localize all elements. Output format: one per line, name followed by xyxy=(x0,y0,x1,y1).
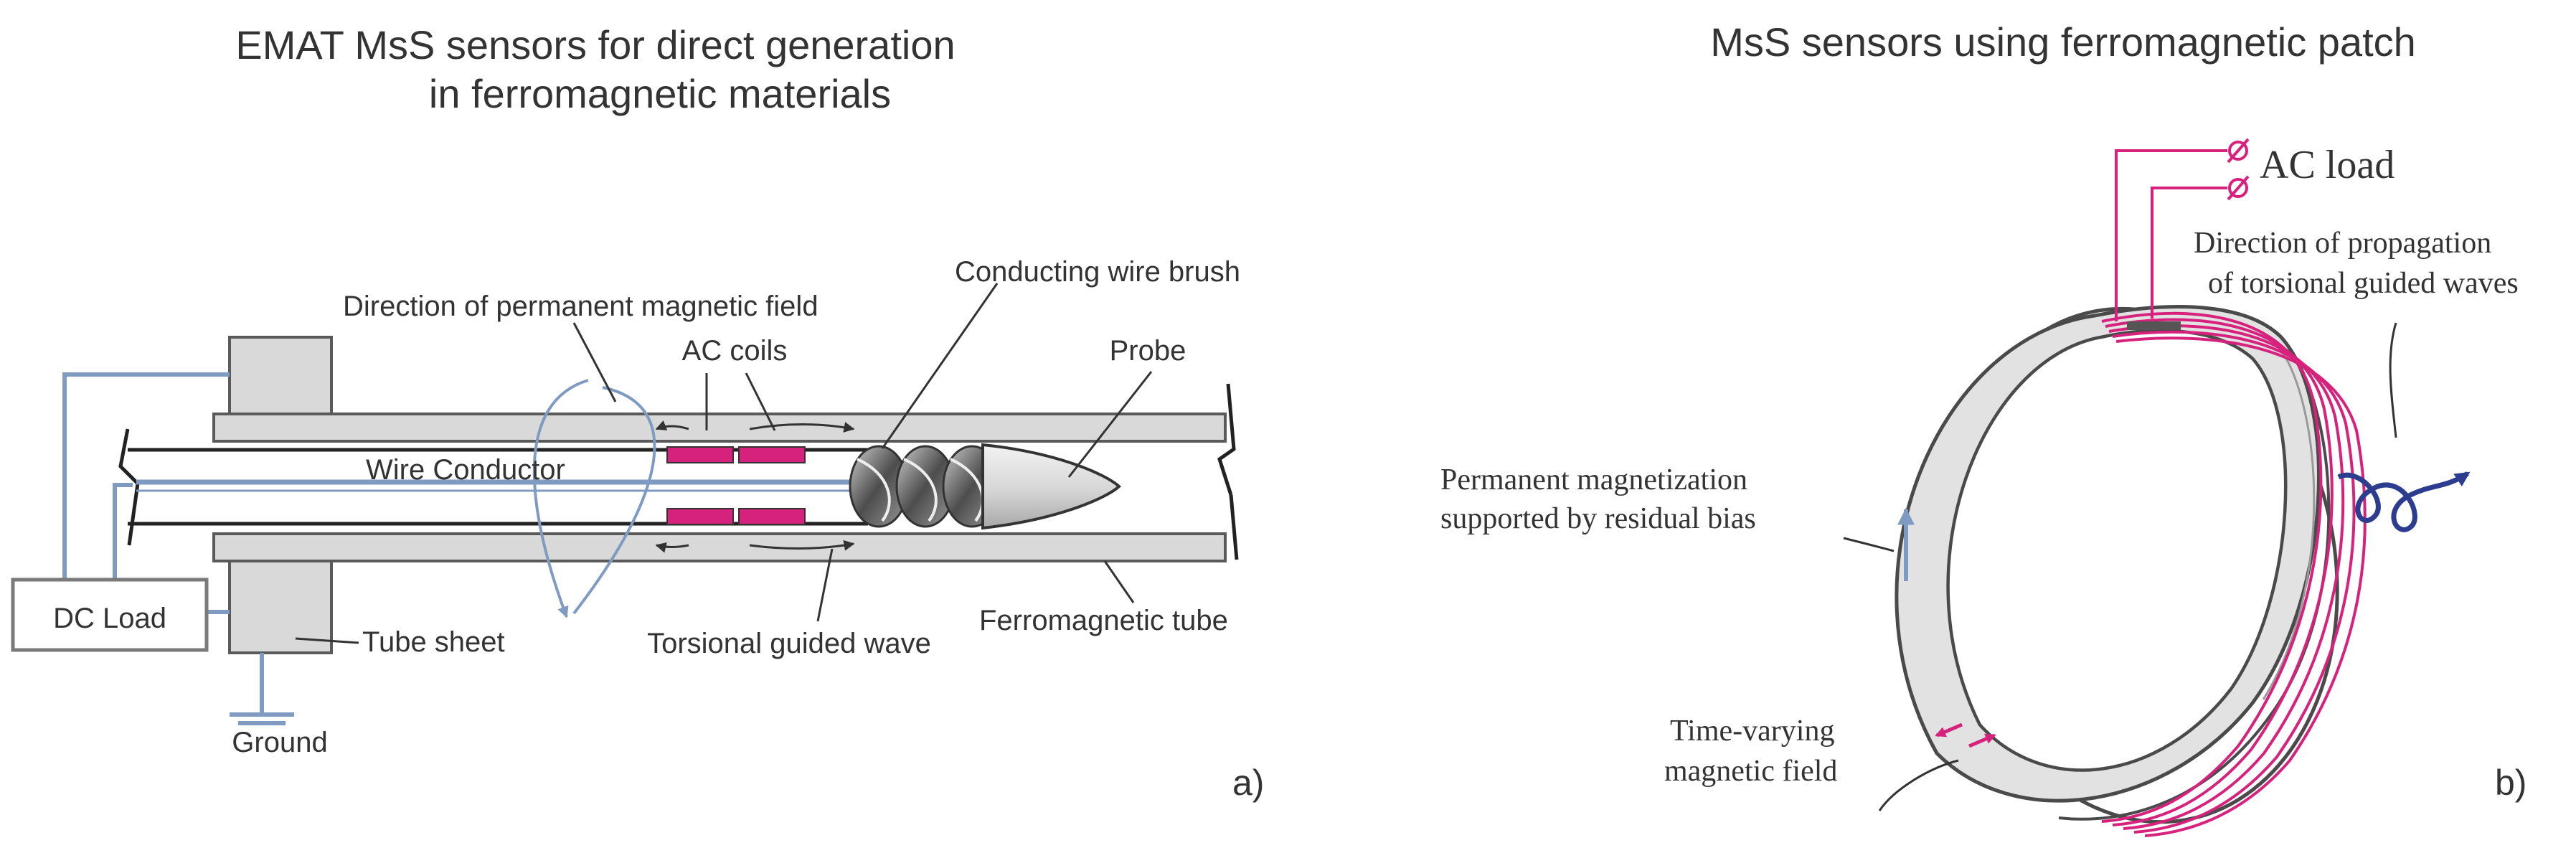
torsional-wave-label: Torsional guided wave xyxy=(647,628,931,659)
torsional-wave-squiggle xyxy=(2337,471,2471,532)
wave-arrow-bottom-right xyxy=(749,540,855,551)
tube-sheet-leader xyxy=(295,637,359,644)
permanent-leader xyxy=(1843,537,1895,552)
ring-side-edge-inner xyxy=(2262,344,2316,700)
torsional-wave-leader xyxy=(816,548,834,622)
time-varying-label-line2: magnetic field xyxy=(1664,755,1837,788)
ac-coil-bottom-right xyxy=(738,508,806,525)
probe-label: Probe xyxy=(1110,335,1186,367)
ring-inner-opening xyxy=(1947,329,2287,772)
panel-a-title-line2: in ferromagnetic materials xyxy=(429,71,891,116)
ac-coil-top-left xyxy=(666,446,734,463)
dc-load-label: DC Load xyxy=(53,603,166,634)
break-mark-left xyxy=(118,428,140,546)
panel-a-title-line1: EMAT MsS sensors for direct generation xyxy=(235,22,955,67)
tube-sheet-bottom xyxy=(228,560,333,654)
ac-coil-bottom-left xyxy=(666,508,734,525)
panel-b-letter: b) xyxy=(2495,763,2527,803)
permanent-label-line1: Permanent magnetization xyxy=(1440,463,1747,496)
field-loop-front xyxy=(572,386,656,615)
permanent-label-line2: supported by residual bias xyxy=(1440,502,1756,535)
ac-coils-label: AC coils xyxy=(682,335,788,367)
time-varying-leader xyxy=(1878,759,1959,811)
panel-b: MsS sensors using ferromagnetic patch AC xyxy=(1440,19,2527,837)
field-leader xyxy=(572,322,617,402)
dc-load-box xyxy=(11,578,209,652)
time-varying-label-line1: Time-varying xyxy=(1670,715,1834,748)
ground-label: Ground xyxy=(232,727,327,758)
probe-leader xyxy=(1067,371,1153,478)
propagation-label-line2: of torsional guided waves xyxy=(2208,267,2519,300)
ac-lead-2 xyxy=(2151,187,2227,319)
field-loop-back xyxy=(532,379,589,618)
break-mark-right-top xyxy=(1217,383,1236,496)
ac-load-label: AC load xyxy=(2260,143,2395,187)
wave-arrow-top-right xyxy=(749,422,855,433)
ferro-tube-leader xyxy=(1103,560,1135,603)
wire-brush xyxy=(849,445,1002,528)
panel-a: EMAT MsS sensors for direct generation i… xyxy=(11,22,1264,803)
brush-leader xyxy=(881,283,999,449)
dc-wire-center xyxy=(113,483,133,580)
time-varying-arrow-1 xyxy=(1935,722,1963,738)
ac-coils-leader-right xyxy=(745,372,776,431)
ac-coil-top-right xyxy=(738,446,806,463)
wave-arrow-bottom-left xyxy=(655,542,689,553)
ferro-tube-label: Ferromagnetic tube xyxy=(979,605,1228,636)
coil-windings xyxy=(2101,311,2367,837)
probe-cone xyxy=(981,443,1121,530)
panel-b-title: MsS sensors using ferromagnetic patch xyxy=(1710,19,2416,65)
panel-a-letter: a) xyxy=(1232,763,1264,803)
wave-arrow-top-left xyxy=(655,420,689,430)
time-varying-arrow-2 xyxy=(1968,733,1996,748)
dc-wire-top xyxy=(62,372,230,580)
propagation-label-line1: Direction of propagation xyxy=(2194,227,2491,260)
tube-wall-bottom xyxy=(212,532,1227,562)
tube-sheet-label: Tube sheet xyxy=(362,626,505,658)
ac-lead-1 xyxy=(2115,149,2227,321)
tube-wall-top xyxy=(212,413,1227,443)
break-mark-right-bottom xyxy=(1229,494,1239,560)
conducting-brush-label: Conducting wire brush xyxy=(955,256,1240,288)
ac-terminals xyxy=(2227,138,2250,201)
wire-conductor-label: Wire Conductor xyxy=(366,454,565,486)
tube-sheet-top xyxy=(228,336,333,415)
direction-field-label: Direction of permanent magnetic field xyxy=(343,291,818,322)
propagation-leader xyxy=(2389,322,2397,438)
ferromagnetic-patch xyxy=(2127,321,2181,330)
